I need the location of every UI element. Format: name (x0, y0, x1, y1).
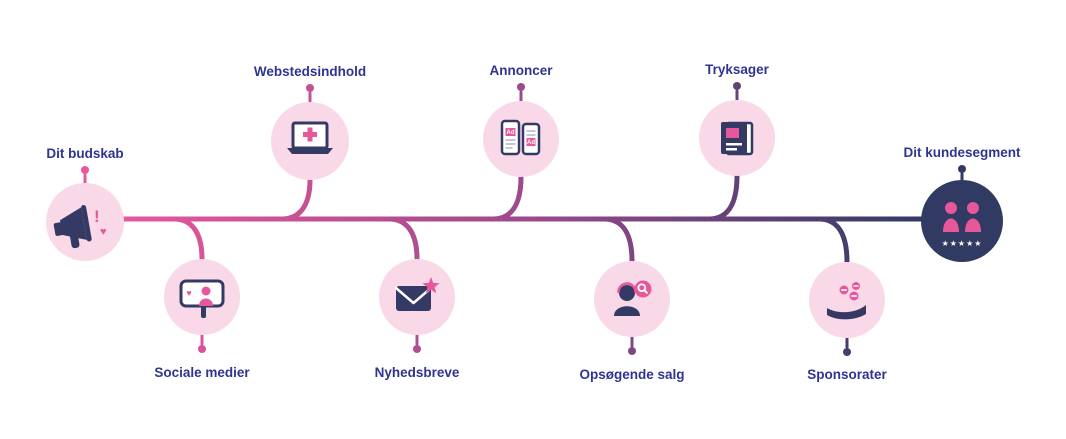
brochure-image-block (726, 128, 739, 138)
megaphone-icon: ! ♥ (53, 204, 107, 249)
rating-stars: ★★★★★ (942, 239, 983, 248)
end-label: Dit kundesegment (903, 145, 1021, 160)
channel-label-sociale-medier: Sociale medier (154, 365, 250, 380)
customer-figure (943, 202, 959, 232)
ad-line (526, 130, 536, 132)
channel-label-annoncer: Annoncer (489, 63, 553, 78)
dot-tryksager (733, 82, 741, 90)
customer-body (943, 218, 959, 232)
branch-sociale-medier (171, 216, 205, 262)
megaphone-mouthpiece (53, 222, 64, 236)
start-label: Dit budskab (46, 146, 123, 161)
agent-head (619, 285, 635, 301)
brochure-text-line (726, 143, 742, 146)
branch-webstedsindhold (279, 177, 313, 222)
branch-annoncer (490, 174, 524, 222)
selfie-person-head (201, 286, 211, 296)
megaphone-handle (69, 232, 80, 249)
agent-shoulders (614, 306, 640, 316)
customers-rating-icon: ★★★★★ (942, 202, 983, 248)
dot-start (81, 166, 89, 174)
envelope-body (396, 286, 431, 311)
branch-opsogende-salg (601, 216, 635, 264)
open-hand (827, 305, 866, 320)
dot-sociale-medier (198, 345, 206, 353)
customer-figure (965, 202, 981, 232)
ad-text-left: Ad (507, 130, 515, 136)
search-badge (634, 280, 652, 298)
coin-slot (851, 295, 857, 297)
channel-label-sponsorater: Sponsorater (807, 367, 887, 382)
megaphone-horn (59, 207, 87, 240)
branch-sponsorater (816, 216, 850, 265)
ad-line (505, 139, 516, 141)
selfie-stick (201, 306, 206, 318)
connector-stems-and-dots (81, 82, 966, 356)
node-end (921, 180, 1003, 262)
magnifier-lens (637, 283, 647, 292)
channel-label-tryksager: Tryksager (705, 62, 770, 77)
star-shape (422, 277, 440, 294)
ad-badge-left (505, 128, 516, 136)
channel-label-webstedsindhold: Webstedsindhold (254, 64, 366, 79)
laptop-plus-icon (287, 121, 333, 154)
customer-body (965, 218, 981, 232)
dot-sponsorater (843, 348, 851, 356)
dot-nyhedsbreve (413, 345, 421, 353)
mobile-ads-icon: Ad Ad (500, 119, 541, 156)
customer-head (967, 202, 979, 214)
channel-label-opsogende-salg: Opsøgende salg (579, 367, 684, 382)
envelope-flap (394, 286, 433, 305)
ad-line (505, 147, 513, 149)
branch-nyhedsbreve (386, 216, 420, 262)
branch-tryksager (706, 173, 740, 222)
newsletter-envelope-icon (394, 277, 440, 311)
ad-badge-right (526, 138, 536, 146)
magnifier-handle (643, 289, 648, 294)
selfie-phone-icon: ♥ (179, 279, 225, 318)
node-annoncer (483, 101, 559, 177)
megaphone-rim (81, 204, 92, 242)
plus-horizontal (303, 132, 317, 137)
heart-glyph: ♥ (186, 288, 191, 298)
dot-opsogende-salg (628, 347, 636, 355)
laptop-base (287, 148, 333, 154)
dot-annoncer (517, 83, 525, 91)
heart-glyph: ♥ (100, 226, 107, 238)
ad-line (526, 134, 536, 136)
node-sponsorater (809, 262, 885, 338)
sales-call-icon (614, 280, 652, 316)
dot-webstedsindhold (306, 84, 314, 92)
ad-device-left (500, 119, 521, 156)
brochure-text-line (726, 148, 737, 151)
selfie-person-body (199, 298, 213, 306)
sponsorship-hand-icon (827, 282, 866, 320)
dot-end (958, 165, 966, 173)
channel-label-nyhedsbreve: Nyhedsbreve (375, 365, 460, 380)
coin-slot (841, 289, 847, 291)
brochure-icon (721, 121, 754, 156)
ad-text-right: Ad (527, 140, 535, 146)
ad-line (505, 143, 516, 145)
customer-head (945, 202, 957, 214)
coin-slot (853, 285, 859, 287)
exclamation-glyph: ! (94, 207, 100, 226)
